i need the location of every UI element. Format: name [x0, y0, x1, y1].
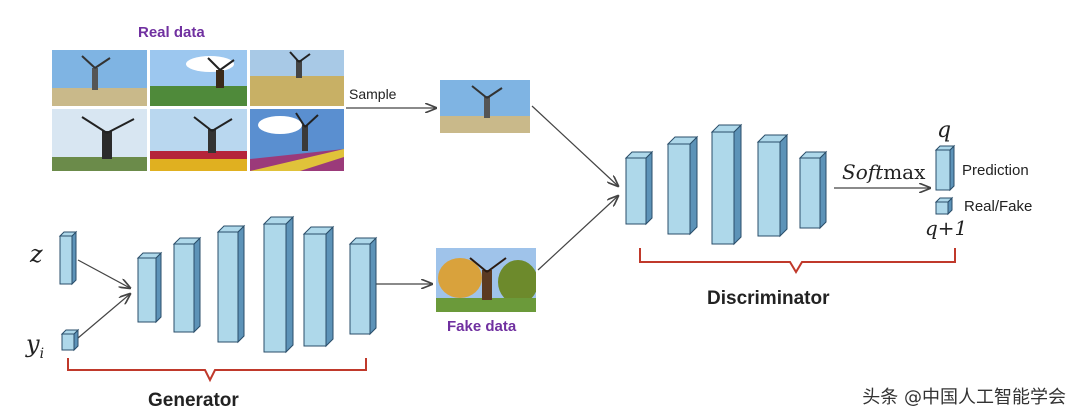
- sample-photo: [440, 80, 530, 133]
- discriminator-layer-3: [710, 123, 743, 246]
- y-subscript: i: [39, 345, 45, 362]
- windmill-photo-icon: [52, 109, 147, 171]
- real-photo-6: [250, 109, 344, 171]
- real-photo-5: [150, 109, 247, 171]
- discriminator-layer-1: [624, 150, 654, 226]
- real-photo-3: [250, 50, 344, 106]
- generator-layer-4: [262, 215, 295, 354]
- arrow-z-to-generator: [77, 259, 130, 288]
- z-label: z: [30, 240, 43, 268]
- windmill-photo-icon: [250, 109, 344, 171]
- real-photo-4: [52, 109, 147, 171]
- y-input-block: [60, 328, 80, 352]
- watermark: 头条 @中国人工智能学会: [862, 387, 1066, 408]
- discriminator-layer-2: [666, 135, 699, 236]
- output-realfake-block: [934, 196, 954, 216]
- arrow-fake-to-discriminator: [537, 196, 618, 271]
- real-fake-label: Real/Fake: [964, 198, 1033, 215]
- real-photo-2: [150, 50, 247, 106]
- windmill-photo-icon: [436, 248, 536, 312]
- q-label: q: [937, 118, 952, 143]
- generator-layer-1: [136, 251, 163, 324]
- discriminator-label: Discriminator: [707, 288, 830, 309]
- windmill-photo-icon: [150, 109, 247, 171]
- z-input-block: [58, 230, 78, 286]
- windmill-photo-icon: [250, 50, 344, 106]
- discriminator-layer-5: [798, 150, 828, 230]
- y-base: y: [26, 330, 40, 358]
- real-photo-1: [52, 50, 147, 106]
- softmax-max: max: [883, 160, 926, 184]
- generator-label: Generator: [148, 390, 239, 411]
- fake-photo: [436, 248, 536, 312]
- softmax-soft: Soft: [842, 160, 884, 184]
- arrow-sample-to-discriminator: [531, 105, 618, 186]
- sample-label: Sample: [349, 86, 397, 102]
- softmax-label: Softmax: [842, 160, 925, 184]
- q-plus-1-label: q+1: [925, 216, 968, 240]
- generator-layer-6: [348, 236, 378, 336]
- output-prediction-block: [934, 144, 956, 192]
- windmill-photo-icon: [440, 80, 530, 133]
- generator-brace: [67, 358, 367, 383]
- generator-layer-5: [302, 225, 335, 348]
- discriminator-layer-4: [756, 133, 789, 238]
- windmill-photo-icon: [150, 50, 247, 106]
- generator-layer-3: [216, 224, 246, 344]
- real-data-label: Real data: [138, 24, 205, 41]
- y-label: yi: [26, 330, 44, 362]
- windmill-photo-icon: [52, 50, 147, 106]
- discriminator-brace: [639, 248, 956, 274]
- prediction-label: Prediction: [962, 162, 1029, 179]
- generator-layer-2: [172, 236, 202, 334]
- fake-data-label: Fake data: [447, 318, 517, 335]
- arrow-y-to-generator: [77, 294, 130, 339]
